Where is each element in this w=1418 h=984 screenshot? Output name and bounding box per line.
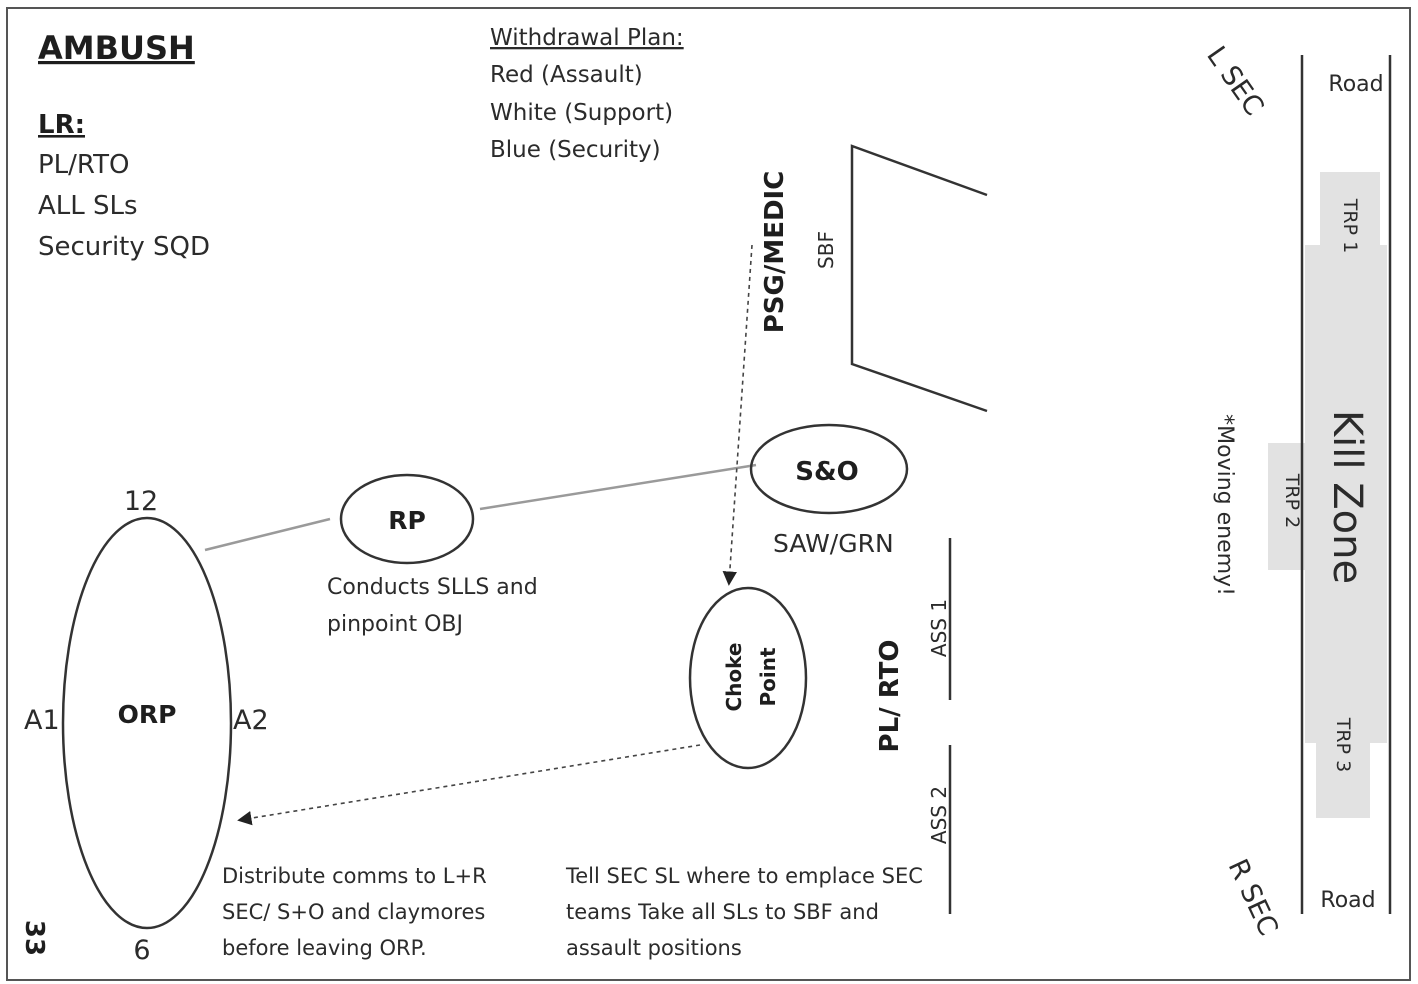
- rp-note: Conducts SLLS and: [327, 575, 538, 600]
- orp-top: 12: [124, 486, 158, 517]
- pl-rto-label: PL/ RTO: [875, 640, 905, 753]
- choke-ellipse: [688, 586, 808, 770]
- arrow-psg-choke: [722, 244, 753, 586]
- arrow-choke-orp: [237, 744, 701, 826]
- orp-bottom: 6: [133, 935, 150, 966]
- trp2-area: [1268, 443, 1305, 570]
- orp-right: A2: [233, 705, 269, 736]
- sbf-label: SBF: [814, 231, 838, 269]
- orp-note: before leaving ORP.: [222, 936, 427, 960]
- sec-note: Tell SEC SL where to emplace SEC: [565, 864, 923, 888]
- kill-zone-area: [1305, 245, 1387, 743]
- so-ellipse: [749, 423, 909, 515]
- orp-label: ORP: [118, 700, 177, 729]
- l-sec-label: L SEC: [1200, 41, 1269, 122]
- so-label: S&O: [795, 457, 859, 487]
- trp2-label: TRP 2: [1281, 473, 1303, 528]
- route-rp-so: [479, 463, 757, 511]
- trp1-label: TRP 1: [1339, 198, 1361, 253]
- withdrawal-item: Red (Assault): [490, 62, 643, 88]
- psg-medic-label: PSG/MEDIC: [760, 171, 790, 334]
- trp1-area: [1320, 172, 1380, 252]
- page-border: [6, 7, 1411, 981]
- r-sec-label: R SEC: [1222, 854, 1284, 940]
- moving-enemy-note: *Moving enemy!: [1212, 414, 1237, 596]
- road-bottom-label: Road: [1320, 888, 1375, 913]
- sbf-position: [850, 144, 988, 413]
- orp-ellipse: [61, 516, 233, 930]
- trp3-label: TRP 3: [1332, 717, 1354, 772]
- kill-zone-label: Kill Zone: [1324, 410, 1370, 584]
- sec-note: teams Take all SLs to SBF and: [566, 900, 879, 924]
- lr-item: PL/RTO: [38, 150, 129, 180]
- choke-line1: Choke: [722, 643, 746, 712]
- so-sub: SAW/GRN: [773, 529, 894, 558]
- lr-item: ALL SLs: [38, 191, 138, 221]
- title: AMBUSH: [38, 29, 195, 67]
- rp-note: pinpoint OBJ: [327, 612, 463, 637]
- orp-note: SEC/ S+O and claymores: [222, 900, 485, 924]
- page-number: 33: [19, 920, 49, 956]
- withdrawal-heading: Withdrawal Plan:: [490, 25, 684, 51]
- rp-ellipse: [339, 473, 475, 565]
- sec-note: assault positions: [566, 936, 742, 960]
- withdrawal-item: White (Support): [490, 100, 673, 126]
- trp3-area: [1316, 690, 1370, 818]
- ass1-label: ASS 1: [927, 599, 951, 657]
- lr-item: Security SQD: [38, 232, 210, 262]
- choke-line2: Point: [756, 647, 780, 706]
- road-top-label: Road: [1328, 72, 1383, 97]
- withdrawal-item: Blue (Security): [490, 137, 661, 163]
- rp-label: RP: [388, 506, 426, 535]
- route-orp-rp: [204, 517, 331, 552]
- orp-left: A1: [24, 705, 60, 736]
- ass2-label: ASS 2: [927, 786, 951, 844]
- orp-note: Distribute comms to L+R: [222, 864, 487, 888]
- lr-heading: LR:: [38, 110, 85, 140]
